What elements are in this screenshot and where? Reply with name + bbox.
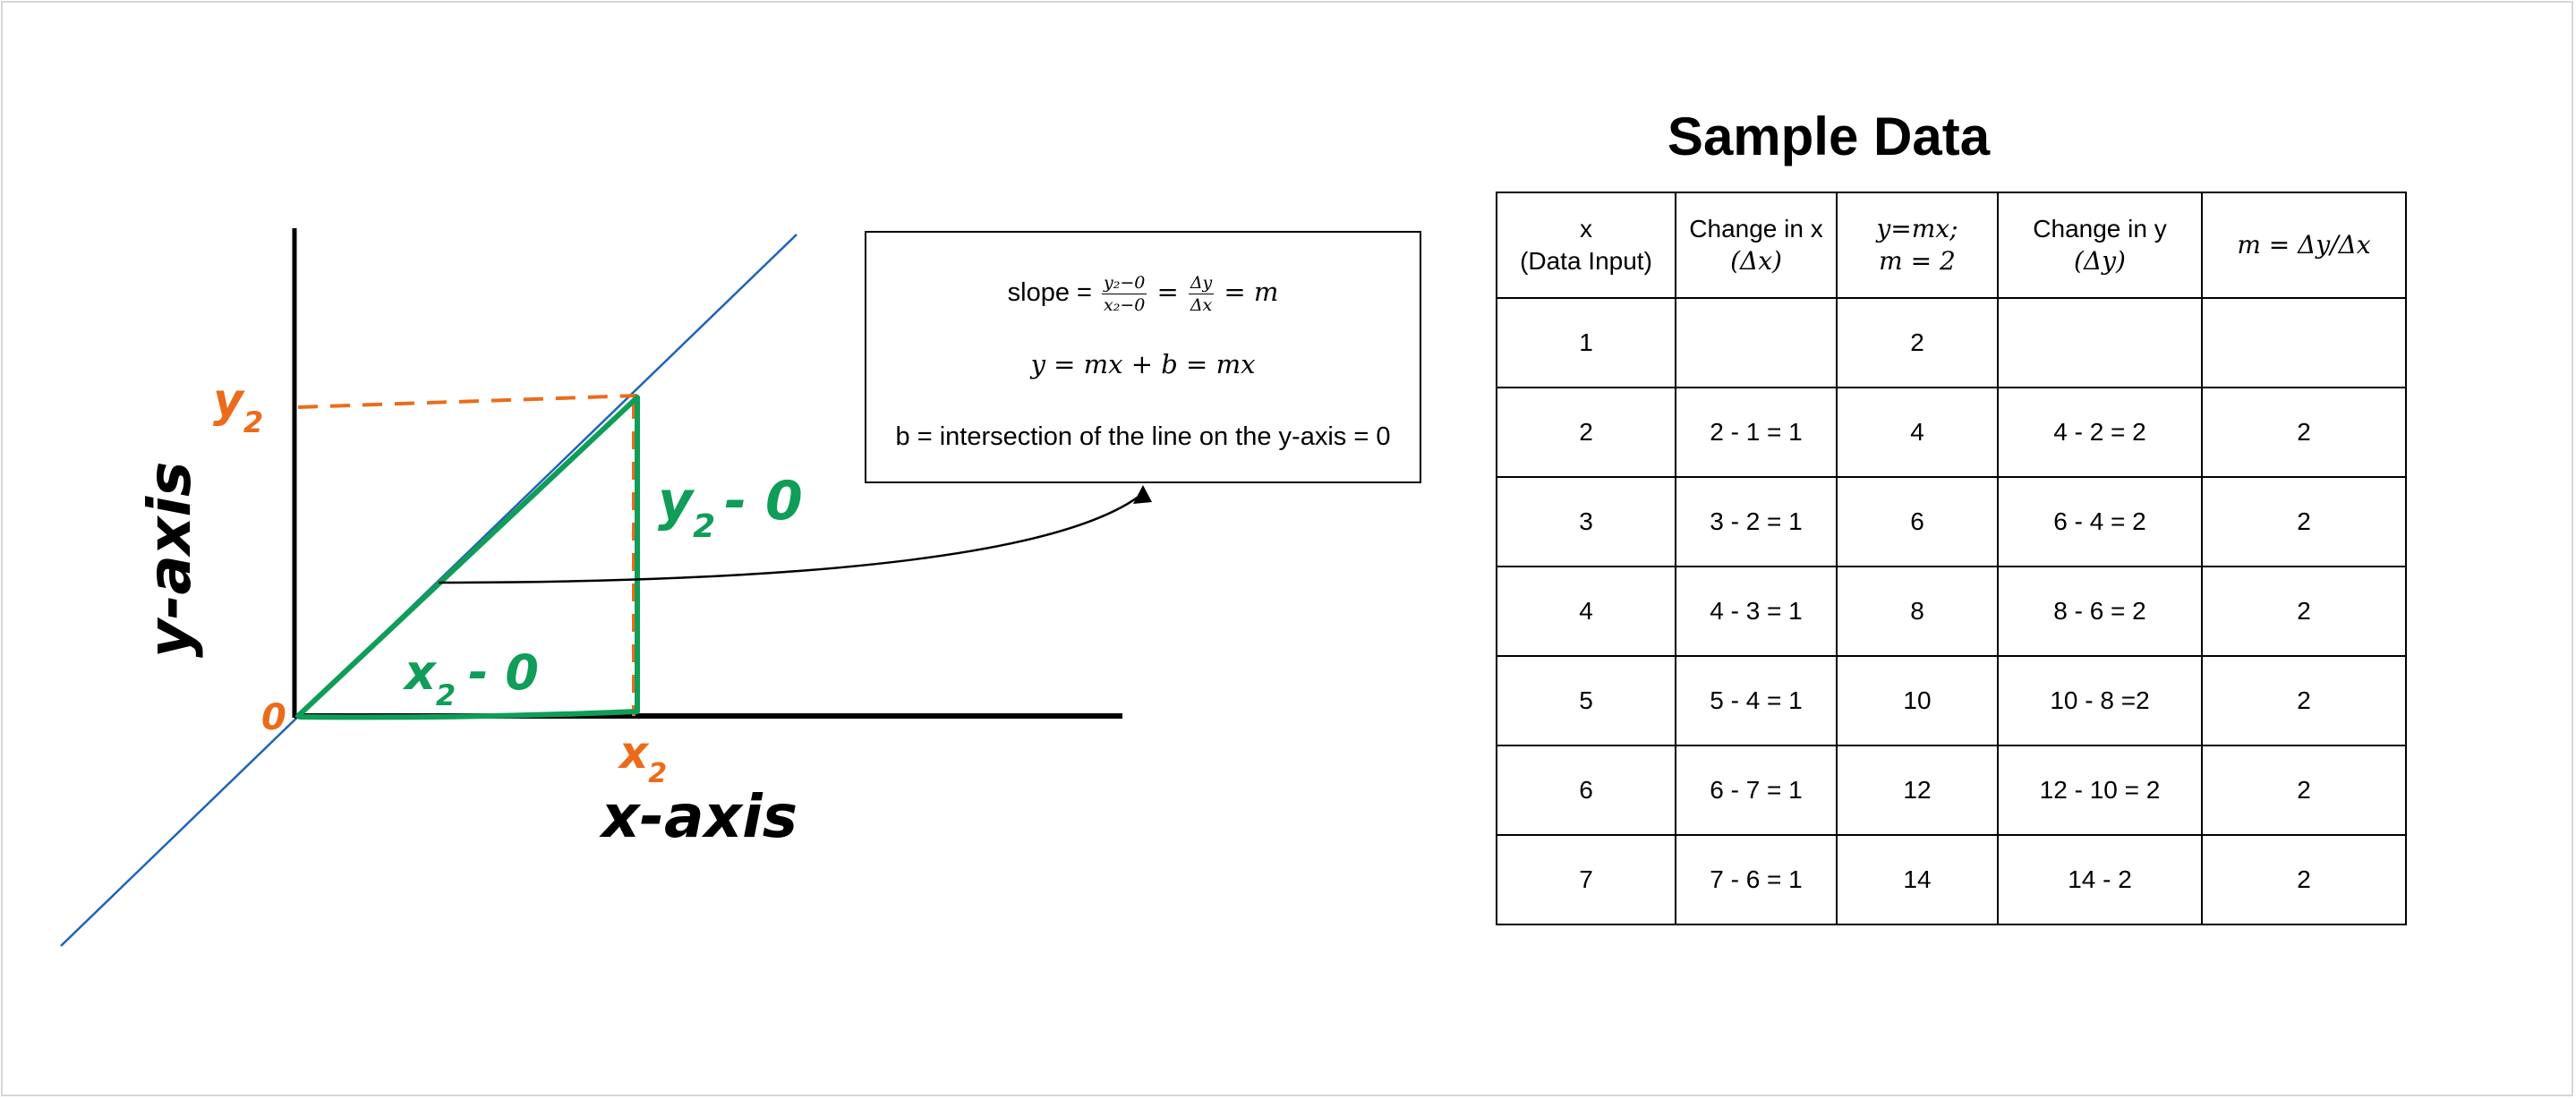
table-cell: 6 - 4 = 2 [1997,476,2203,567]
intercept-definition: b = intersection of the line on the y-ax… [895,422,1391,451]
table-cell: 4 - 3 = 1 [1675,566,1838,657]
table-cell: 2 [1496,387,1676,478]
table-cell [2201,297,2407,388]
fraction-2-denominator: Δx [1190,295,1213,315]
table-cell: 5 - 4 = 1 [1675,655,1838,746]
x2-label: x2 [617,727,667,789]
table-cell: 2 - 1 = 1 [1675,387,1838,478]
rise-label: y2- 0 [658,470,803,545]
table-cell: 6 [1836,476,1999,567]
table-cell: 4 - 2 = 2 [1997,387,2203,478]
table-cell: 10 - 8 =2 [1997,655,2203,746]
header-m: m = Δy/Δx [2201,192,2407,299]
slope-suffix: = m [1224,277,1279,308]
table-cell: 2 [2201,655,2407,746]
fraction-1-numerator: y₂−0 [1102,273,1147,294]
header-y-equals-mx: y=mx;m = 2 [1836,192,1999,299]
arrow-head [1133,485,1152,504]
slope-formula: slope = y₂−0 x₂−0 = Δy Δx = m [866,272,1420,316]
equals-sign: = [1156,277,1179,308]
table-cell: 2 [2201,834,2407,925]
formula-box: slope = y₂−0 x₂−0 = Δy Δx = m y = mx + b… [865,231,1421,483]
table-cell: 1 [1496,297,1676,388]
y-axis-label: y-axis [135,462,204,658]
formula-pointer-arrow [438,493,1143,584]
table-cell [1675,297,1838,388]
table-cell: 12 - 10 = 2 [1997,745,2203,836]
header-change-in-x: Change in x(Δx) [1675,192,1838,299]
table-cell: 3 [1496,476,1676,567]
table-cell: 8 [1836,566,1999,657]
table-header-row: x(Data Input) Change in x(Δx) y=mx;m = 2… [1496,192,2407,299]
table-cell: 2 [1836,297,1999,388]
header-x: x(Data Input) [1496,192,1676,299]
table-cell: 2 [2201,387,2407,478]
table-cell: 6 [1496,745,1676,836]
table-cell: 4 [1496,566,1676,657]
table-cell: 12 [1836,745,1999,836]
y2-label: y2 [213,374,263,439]
table-cell [1997,297,2203,388]
table-title: Sample Data [1667,106,1991,166]
table-cell: 5 [1496,655,1676,746]
table-cell: 4 [1836,387,1999,478]
x-axis-label: x-axis [599,782,798,851]
table-cell: 6 - 7 = 1 [1675,745,1838,836]
origin-label: 0 [261,697,286,738]
y2-dashed-guide [297,394,638,409]
table-cell: 7 [1496,834,1676,925]
table-cell: 2 [2201,566,2407,657]
fraction-2-numerator: Δy [1188,273,1215,294]
fraction-1-denominator: x₂−0 [1104,295,1146,315]
table-cell: 14 [1836,834,1999,925]
slope-fraction-2: Δy Δx [1188,272,1215,316]
run-label: x2- 0 [402,644,539,712]
slope-prefix: slope = [1007,278,1092,308]
slope-triangle [295,395,640,720]
table-cell: 8 - 6 = 2 [1997,566,2203,657]
table-cell: 2 [2201,476,2407,567]
table-cell: 10 [1836,655,1999,746]
header-change-in-y: Change in y(Δy) [1997,192,2203,299]
table-cell: 3 - 2 = 1 [1675,476,1838,567]
slope-fraction-1: y₂−0 x₂−0 [1102,272,1147,316]
sample-data-table: x(Data Input) Change in x(Δx) y=mx;m = 2… [1496,192,2407,925]
table-cell: 7 - 6 = 1 [1675,834,1838,925]
table-cell: 2 [2201,745,2407,836]
line-equation: y = mx + b = mx [1030,349,1256,379]
table-cell: 14 - 2 [1997,834,2203,925]
slope-diagram: y-axis x-axis 0 y2 x2 y2- 0 x2- 0 [60,228,1152,947]
